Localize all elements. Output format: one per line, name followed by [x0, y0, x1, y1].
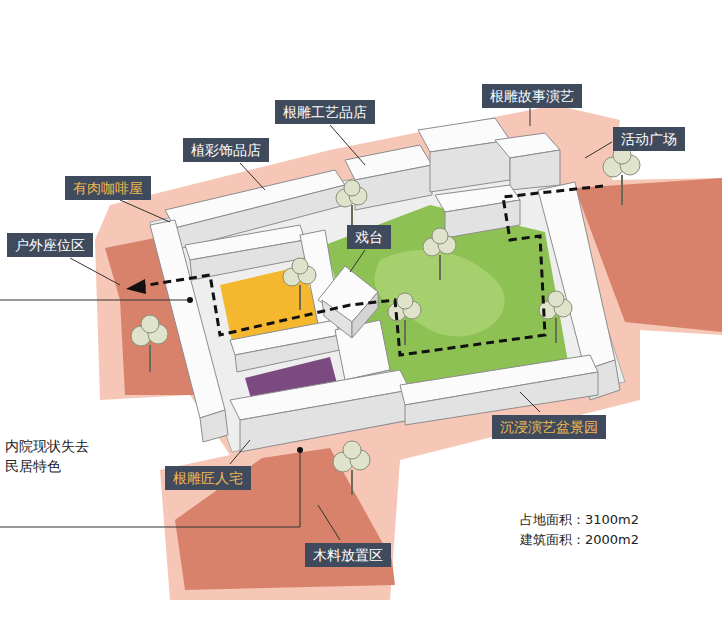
tag-text: 木料放置区	[313, 547, 383, 563]
street-ground	[95, 105, 722, 600]
site-base	[150, 138, 625, 452]
label-tag: 戏台	[347, 225, 391, 249]
tag-text: 戏台	[355, 229, 383, 245]
label-tag: 活动广场	[613, 127, 685, 151]
label-tag: 根雕匠人宅	[165, 466, 251, 490]
leader-lines	[0, 108, 612, 540]
note-text: 内院现状失去 民居特色	[5, 436, 95, 476]
label-tag: 木料放置区	[305, 543, 391, 567]
label-tag: 户外座位区	[7, 233, 93, 257]
trees	[131, 146, 640, 495]
route-arrowhead	[126, 279, 146, 294]
buildings	[150, 118, 620, 452]
tag-text: 植彩饰品店	[191, 142, 261, 158]
tag-text: 沉浸演艺盆景园	[500, 419, 598, 435]
label-tag: 植彩饰品店	[183, 138, 269, 162]
tag-text: 根雕匠人宅	[173, 470, 243, 486]
label-tag: 有肉咖啡屋	[65, 176, 151, 200]
leader-dot	[297, 447, 303, 453]
tag-text: 活动广场	[621, 131, 677, 147]
tag-text: 根雕故事演艺	[490, 88, 574, 104]
tag-text: 有肉咖啡屋	[73, 180, 143, 196]
label-tag: 根雕工艺品店	[275, 100, 375, 124]
area-text: 建筑面积：2000m2	[520, 530, 639, 550]
label-tag: 根雕故事演艺	[482, 84, 582, 108]
route-line	[142, 186, 603, 355]
leader-dot	[187, 297, 193, 303]
label-tag: 沉浸演艺盆景园	[492, 415, 606, 439]
tag-text: 根雕工艺品店	[283, 104, 367, 120]
lawn-patch	[375, 250, 505, 337]
area-text: 占地面积：3100m2	[520, 510, 639, 530]
tag-text: 户外座位区	[15, 237, 85, 253]
